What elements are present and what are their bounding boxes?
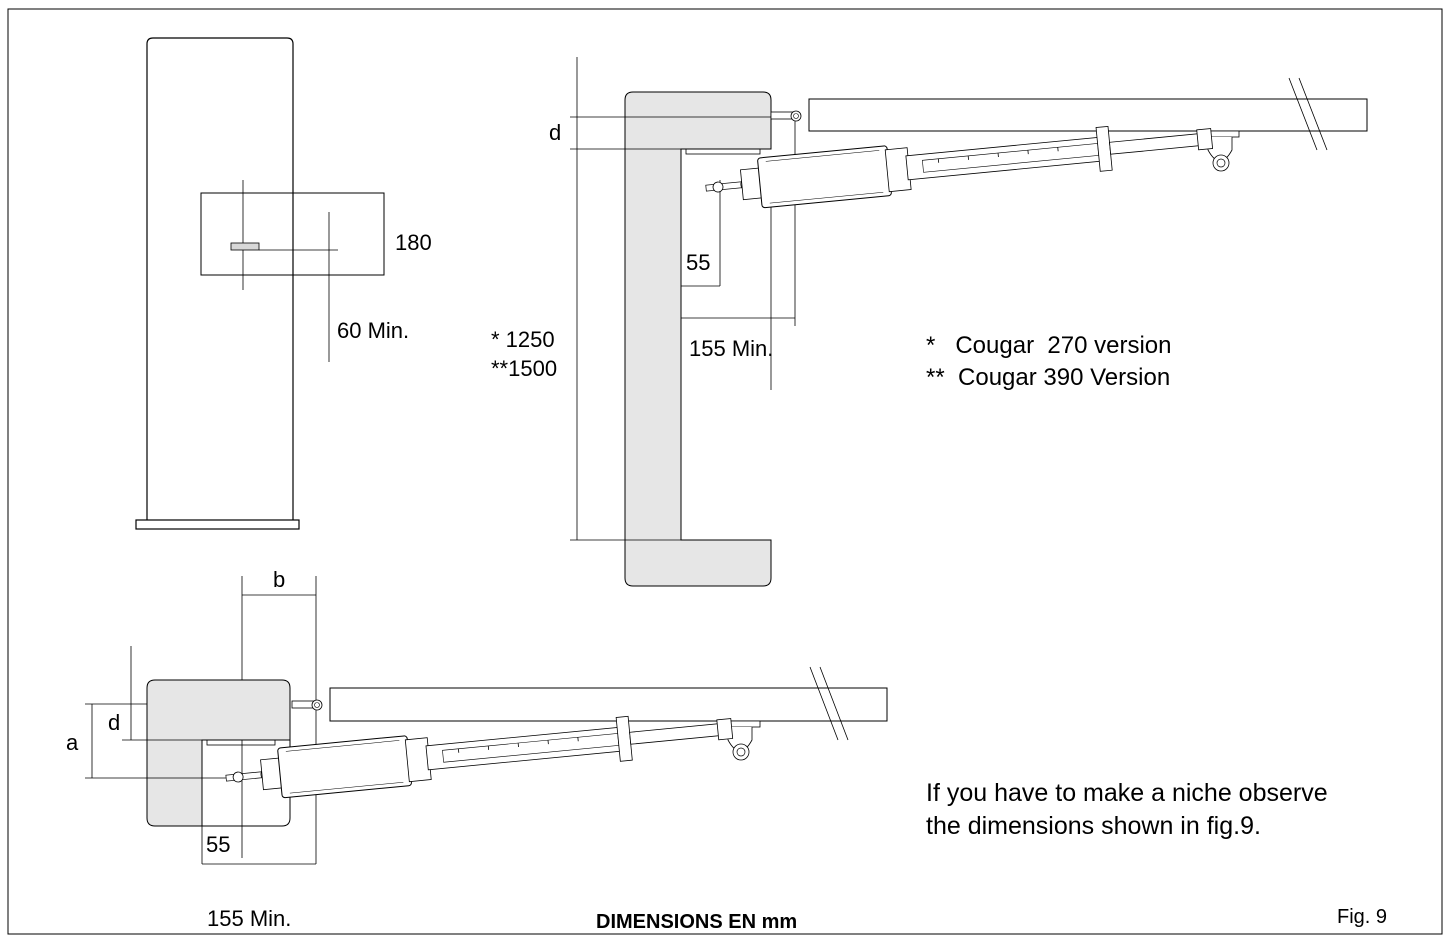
mount-plate: [685, 148, 761, 155]
dim-55-label-bottom: 55: [206, 832, 230, 857]
dim-60-min-label: 60 Min.: [337, 318, 409, 343]
side-view: d 55 155 Min. * 1250 **1500: [491, 57, 1368, 587]
dim-a-label: a: [66, 730, 79, 755]
figure-label: Fig. 9: [1337, 906, 1387, 928]
fixing-slot: [230, 242, 260, 251]
niche-plan-shape: [146, 679, 291, 827]
niche-front-rect: [200, 192, 385, 276]
dim-d-label-top: d: [549, 120, 561, 145]
plan-view: b a d 55 155 Min.: [66, 567, 888, 931]
arm-connector: [770, 111, 794, 120]
arm-pivot: [790, 110, 802, 122]
footer-title: DIMENSIONS EN mm: [596, 911, 797, 933]
dim-1500-label: **1500: [491, 356, 557, 381]
dim-1250-label: * 1250: [491, 327, 555, 352]
dim-155-min-label-bottom: 155 Min.: [207, 906, 291, 931]
post-base-plate: [135, 519, 300, 530]
dim-b-label: b: [273, 567, 285, 592]
bracket-pivot: [1212, 154, 1230, 172]
dim-d-label-bottom: d: [108, 710, 120, 735]
barrier-arm-plan: [329, 687, 888, 722]
legend-cougar-390: ** Cougar 390 Version: [926, 364, 1170, 391]
page-border: [7, 8, 1443, 935]
actuator-top: [705, 125, 1214, 209]
front-view: 180 60 Min.: [135, 37, 432, 530]
arm-break-2: [1298, 77, 1328, 151]
post-front-outline: [146, 37, 294, 520]
dim-55-label-top: 55: [686, 250, 710, 275]
niche-note-line-1: If you have to make a niche observe: [926, 779, 1328, 807]
dim-180-label: 180: [395, 230, 432, 255]
arm-break-1: [1288, 77, 1318, 151]
actuator-bottom: [225, 715, 734, 799]
barrier-arm: [808, 98, 1368, 132]
niche-note-line-2: the dimensions shown in fig.9.: [926, 812, 1261, 840]
dim-155-min-label-top: 155 Min.: [689, 336, 773, 361]
legend-cougar-270: * Cougar 270 version: [926, 332, 1171, 359]
